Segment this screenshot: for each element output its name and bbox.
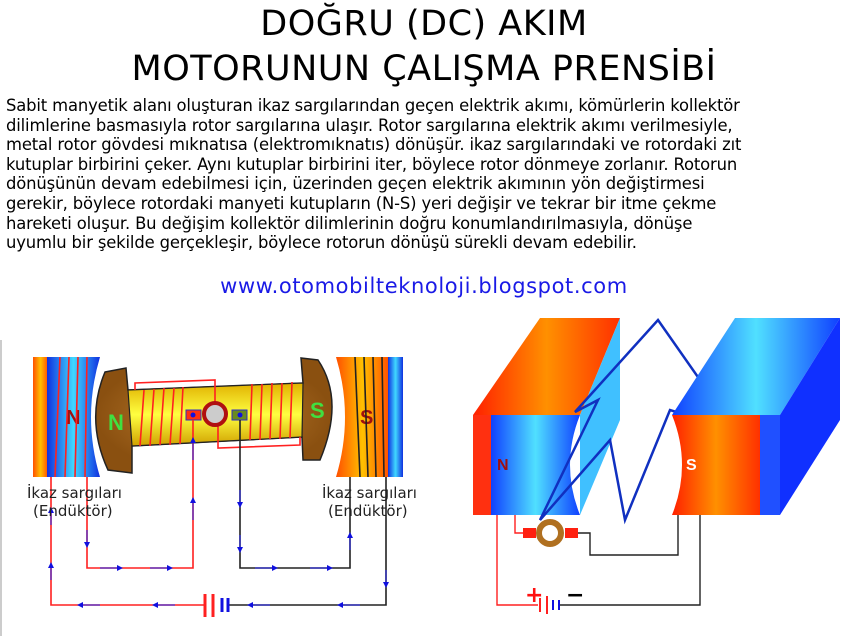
- battery-plus-label: +: [525, 583, 543, 608]
- battery-right: + −: [525, 583, 584, 614]
- description-paragraph: Sabit manyetik alanı oluşturan ikaz sarg…: [6, 96, 846, 253]
- field-winding-sublabel-left: (Endüktör): [33, 502, 113, 520]
- paragraph-line: dilimlerine basmasıyla rotor sargılarına…: [6, 115, 733, 135]
- paragraph-line: hareketi oluşur. Bu değişim kollektör di…: [6, 213, 693, 233]
- field-winding-sublabel-right: (Endüktör): [328, 502, 408, 520]
- rotor-right-pole-label: S: [310, 398, 325, 423]
- left-stator-magnet: N: [33, 356, 100, 478]
- right-stator-magnet: S: [336, 356, 403, 478]
- brush-positive-3d: [523, 528, 536, 538]
- paragraph-line: metal rotor gövdesi mıknatısa (elektromı…: [6, 135, 742, 155]
- magnet-s-3d: S: [672, 318, 840, 515]
- paragraph-line: Sabit manyetik alanı oluşturan ikaz sarg…: [6, 96, 740, 115]
- battery-minus-label: −: [566, 583, 584, 608]
- commutator: [202, 401, 228, 427]
- paragraph-line: dönüşünün devam edebilmesi için, üzerind…: [6, 174, 705, 194]
- battery-left: [203, 594, 230, 617]
- paragraph-line: kutuplar birbirini çeker. Aynı kutuplar …: [6, 154, 738, 174]
- field-winding-label-left: İkaz sargıları: [27, 483, 122, 502]
- magnet-n-label: N: [497, 457, 509, 474]
- rotor: N S: [94, 357, 333, 474]
- left-circuit-wires: [48, 420, 389, 608]
- paragraph-line: gerekir, böylece rotordaki manyeti kutup…: [6, 193, 717, 213]
- right-circuit-wires: [496, 515, 701, 606]
- stator-left-pole-label: N: [66, 407, 80, 429]
- magnet-s-label: S: [686, 457, 697, 474]
- title-line-2: MOTORUNUN ÇALIŞMA PRENSİBİ: [131, 49, 717, 89]
- commutator-3d: [536, 519, 564, 547]
- field-winding-label-right: İkaz sargıları: [322, 483, 417, 502]
- right-3d-motor-diagram: N S + −: [473, 317, 840, 614]
- paragraph-line: uyumlu bir şekilde gerçekleşir, böylece …: [6, 233, 637, 253]
- magnet-n-3d: N: [473, 318, 620, 515]
- left-dc-motor-diagram: N S N S: [27, 356, 417, 617]
- title-line-1: DOĞRU (DC) AKIM: [260, 4, 588, 44]
- blog-url-link[interactable]: www.otomobilteknoloji.blogspot.com: [220, 274, 628, 298]
- rotor-left-pole-label: N: [108, 410, 124, 435]
- brush-negative-3d: [565, 528, 578, 538]
